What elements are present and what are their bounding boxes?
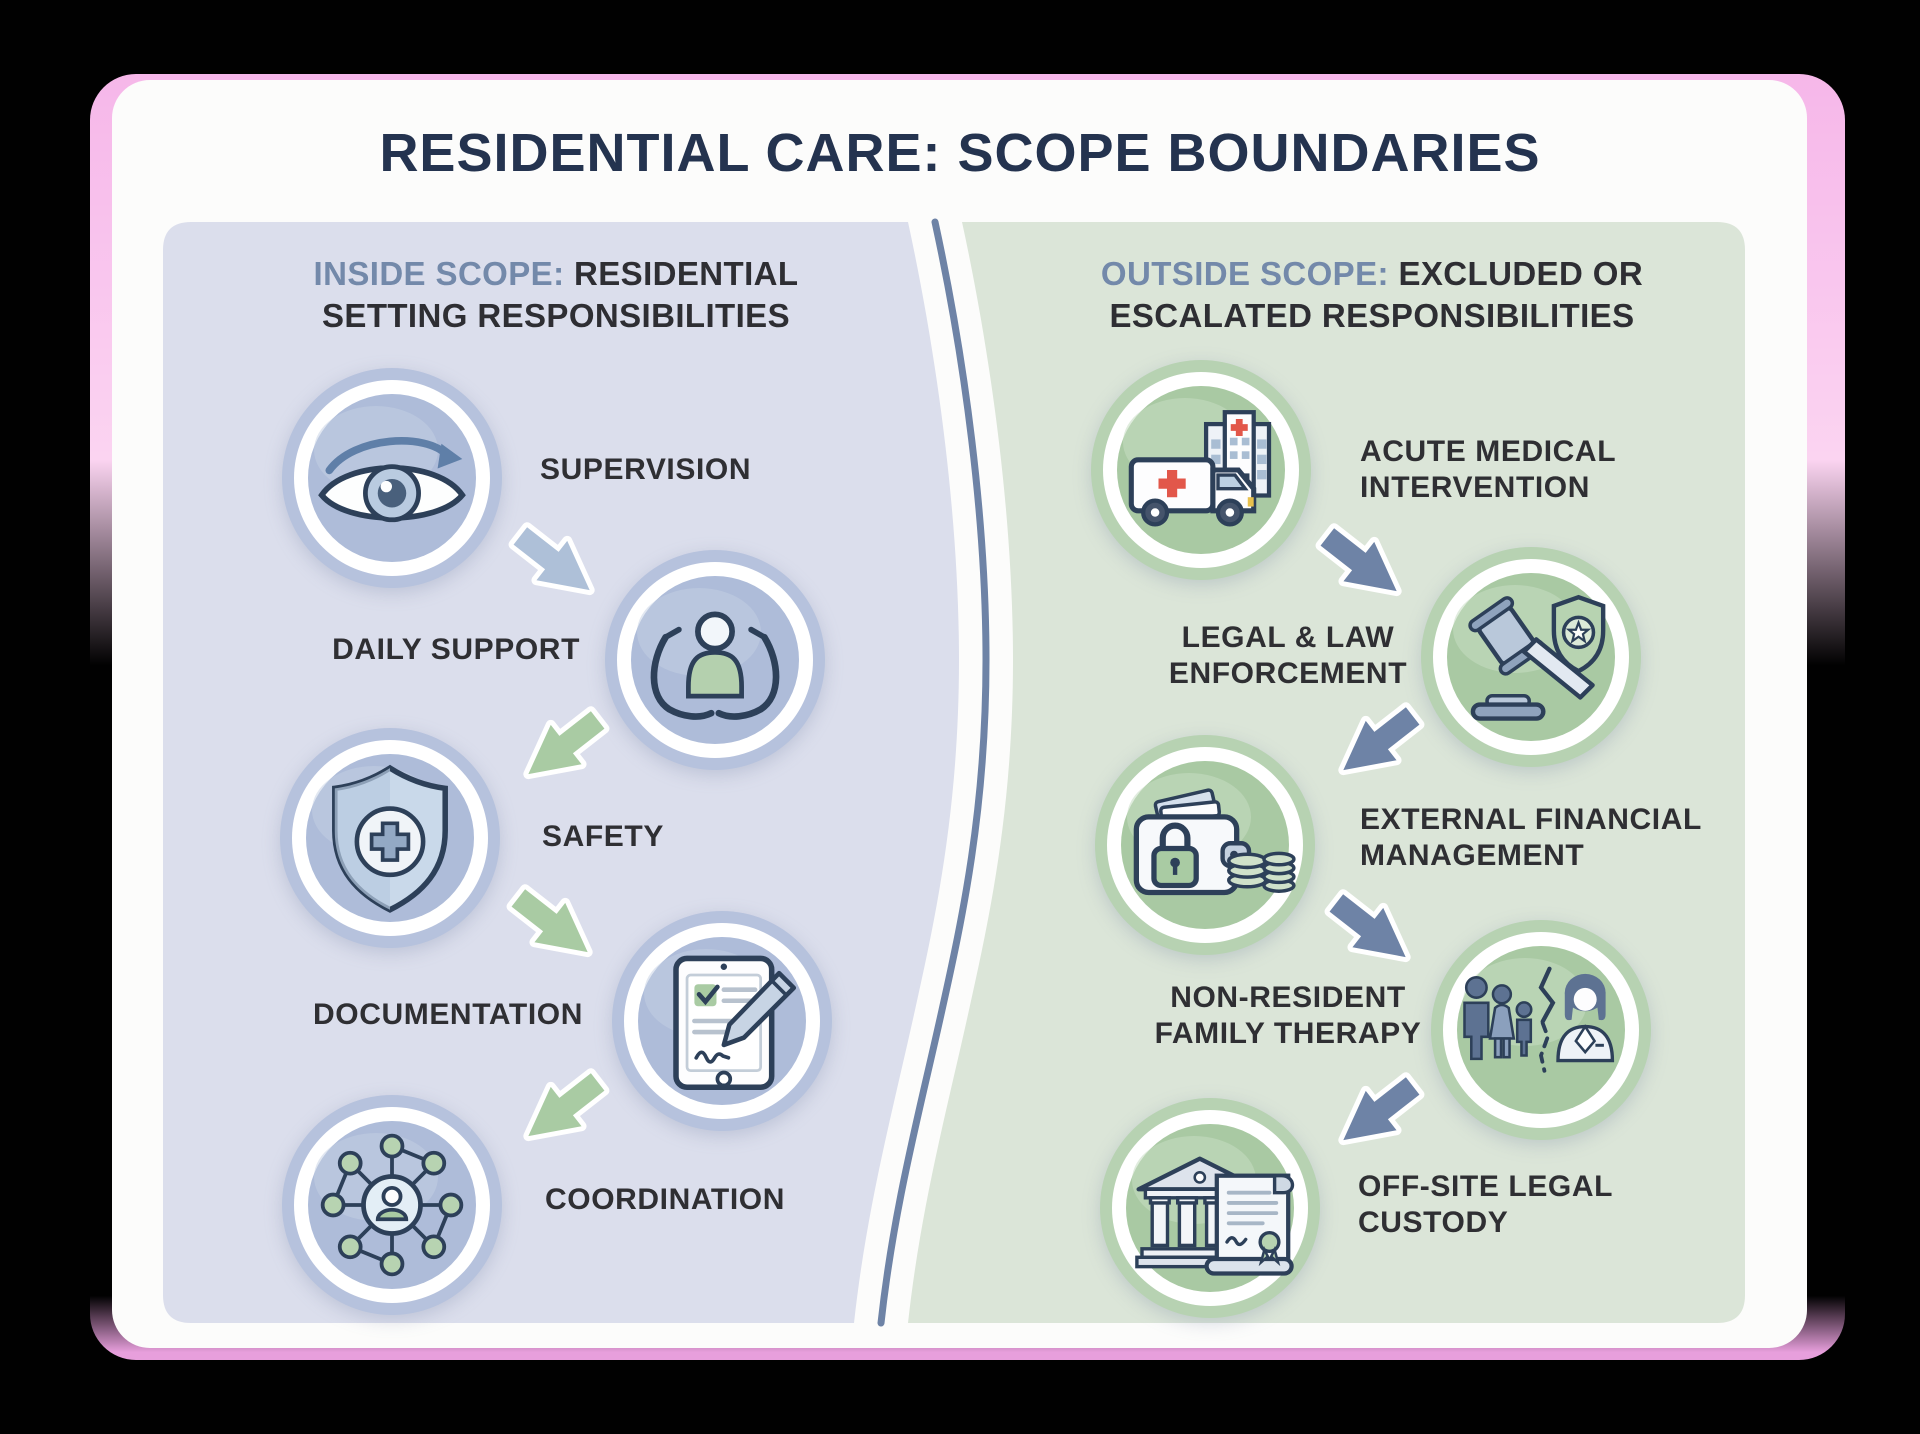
outside-scope-rest: EXCLUDED OR ESCALATED RESPONSIBILITIES <box>1109 255 1644 334</box>
daily-support-badge <box>603 548 827 772</box>
wallet-lock-coins-icon <box>1095 735 1315 955</box>
inside-scope-rest: RESIDENTIAL SETTING RESPONSIBILITIES <box>322 255 799 334</box>
arrow-supervision-to-daily-support <box>508 522 595 596</box>
family-therapy-badge <box>1429 918 1653 1142</box>
safety-badge <box>278 726 502 950</box>
inside-scope-prefix: INSIDE SCOPE: <box>313 255 565 292</box>
external-financial-badge <box>1093 733 1317 957</box>
external-financial-label: EXTERNAL FINANCIAL MANAGEMENT <box>1360 803 1702 872</box>
courthouse-scroll-icon <box>1100 1098 1320 1318</box>
supervision-badge <box>280 366 504 590</box>
acute-medical-badge <box>1089 358 1313 582</box>
legal-law-label: LEGAL & LAW ENFORCEMENT <box>1168 621 1408 690</box>
arrow-family-to-custody <box>1338 1072 1425 1146</box>
safety-label: SAFETY <box>542 820 664 853</box>
caring-hands-icon <box>605 550 825 770</box>
arrow-acute-to-legal <box>1315 523 1402 597</box>
outside-scope-panel <box>908 222 1745 1323</box>
acute-medical-label: ACUTE MEDICAL INTERVENTION <box>1360 435 1616 504</box>
arrow-legal-to-financial <box>1338 702 1425 776</box>
coordination-badge <box>280 1093 504 1317</box>
legal-custody-label: OFF-SITE LEGAL CUSTODY <box>1358 1170 1613 1239</box>
inside-scope-heading: INSIDE SCOPE: RESIDENTIAL SETTING RESPON… <box>276 253 836 337</box>
network-people-icon <box>282 1095 502 1315</box>
documentation-badge <box>610 909 834 1133</box>
coordination-label: COORDINATION <box>545 1183 785 1216</box>
medical-shield-icon <box>280 728 500 948</box>
family-therapy-label: NON-RESIDENT FAMILY THERAPY <box>1154 981 1422 1050</box>
outside-scope-heading: OUTSIDE SCOPE: EXCLUDED OR ESCALATED RES… <box>1092 253 1652 337</box>
family-split-therapist-icon <box>1431 920 1651 1140</box>
legal-custody-badge <box>1098 1096 1322 1320</box>
eye-supervision-icon <box>282 368 502 588</box>
arrow-financial-to-family <box>1324 889 1411 963</box>
arrow-safety-to-documentation <box>506 884 593 958</box>
page-title: RESIDENTIAL CARE: SCOPE BOUNDARIES <box>379 123 1541 183</box>
documentation-label: DOCUMENTATION <box>313 998 583 1031</box>
gavel-badge-icon <box>1421 547 1641 767</box>
ambulance-hospital-icon <box>1091 360 1311 580</box>
outside-scope-prefix: OUTSIDE SCOPE: <box>1100 255 1389 292</box>
arrow-daily-support-to-safety <box>523 706 610 780</box>
supervision-label: SUPERVISION <box>540 453 752 486</box>
arrow-documentation-to-coordination <box>523 1068 610 1142</box>
daily-support-label: DAILY SUPPORT <box>332 633 580 666</box>
tablet-signature-icon <box>612 911 832 1131</box>
divider-curve-line <box>877 218 990 1327</box>
legal-law-badge <box>1419 545 1643 769</box>
